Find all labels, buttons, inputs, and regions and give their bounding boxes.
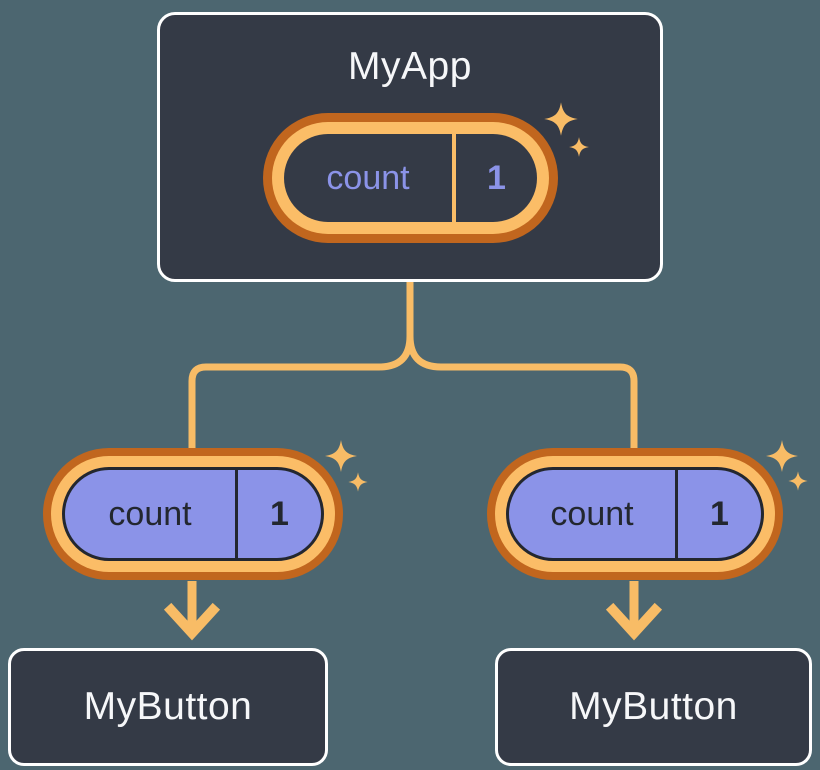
mybutton-node-title: MyButton bbox=[569, 685, 738, 728]
state-value: 1 bbox=[452, 134, 537, 222]
state-pill-body: count 1 bbox=[284, 134, 537, 222]
arrow-down-icon-right bbox=[605, 581, 663, 641]
prop-pill-ring: count 1 bbox=[51, 456, 335, 572]
prop-value: 1 bbox=[675, 470, 761, 558]
connector-left-branch bbox=[188, 281, 414, 452]
mybutton-node-left: MyButton bbox=[8, 648, 328, 766]
mybutton-node-title: MyButton bbox=[83, 685, 253, 728]
state-pill-myapp: count 1 bbox=[263, 113, 558, 243]
prop-name: count bbox=[550, 494, 634, 533]
arrow-down-icon-left bbox=[163, 581, 221, 641]
mybutton-node-right: MyButton bbox=[495, 648, 812, 766]
prop-pill-right: count 1 bbox=[487, 448, 783, 580]
connector-right-branch bbox=[406, 281, 638, 452]
state-name: count bbox=[326, 158, 410, 197]
myapp-node-title: MyApp bbox=[348, 45, 472, 88]
prop-pill-ring: count 1 bbox=[495, 456, 775, 572]
state-pill-ring: count 1 bbox=[272, 122, 549, 234]
prop-pill-left: count 1 bbox=[43, 448, 343, 580]
prop-pill-body: count 1 bbox=[506, 467, 764, 561]
prop-value: 1 bbox=[235, 470, 321, 558]
prop-pill-body: count 1 bbox=[62, 467, 324, 561]
prop-name: count bbox=[108, 494, 192, 533]
